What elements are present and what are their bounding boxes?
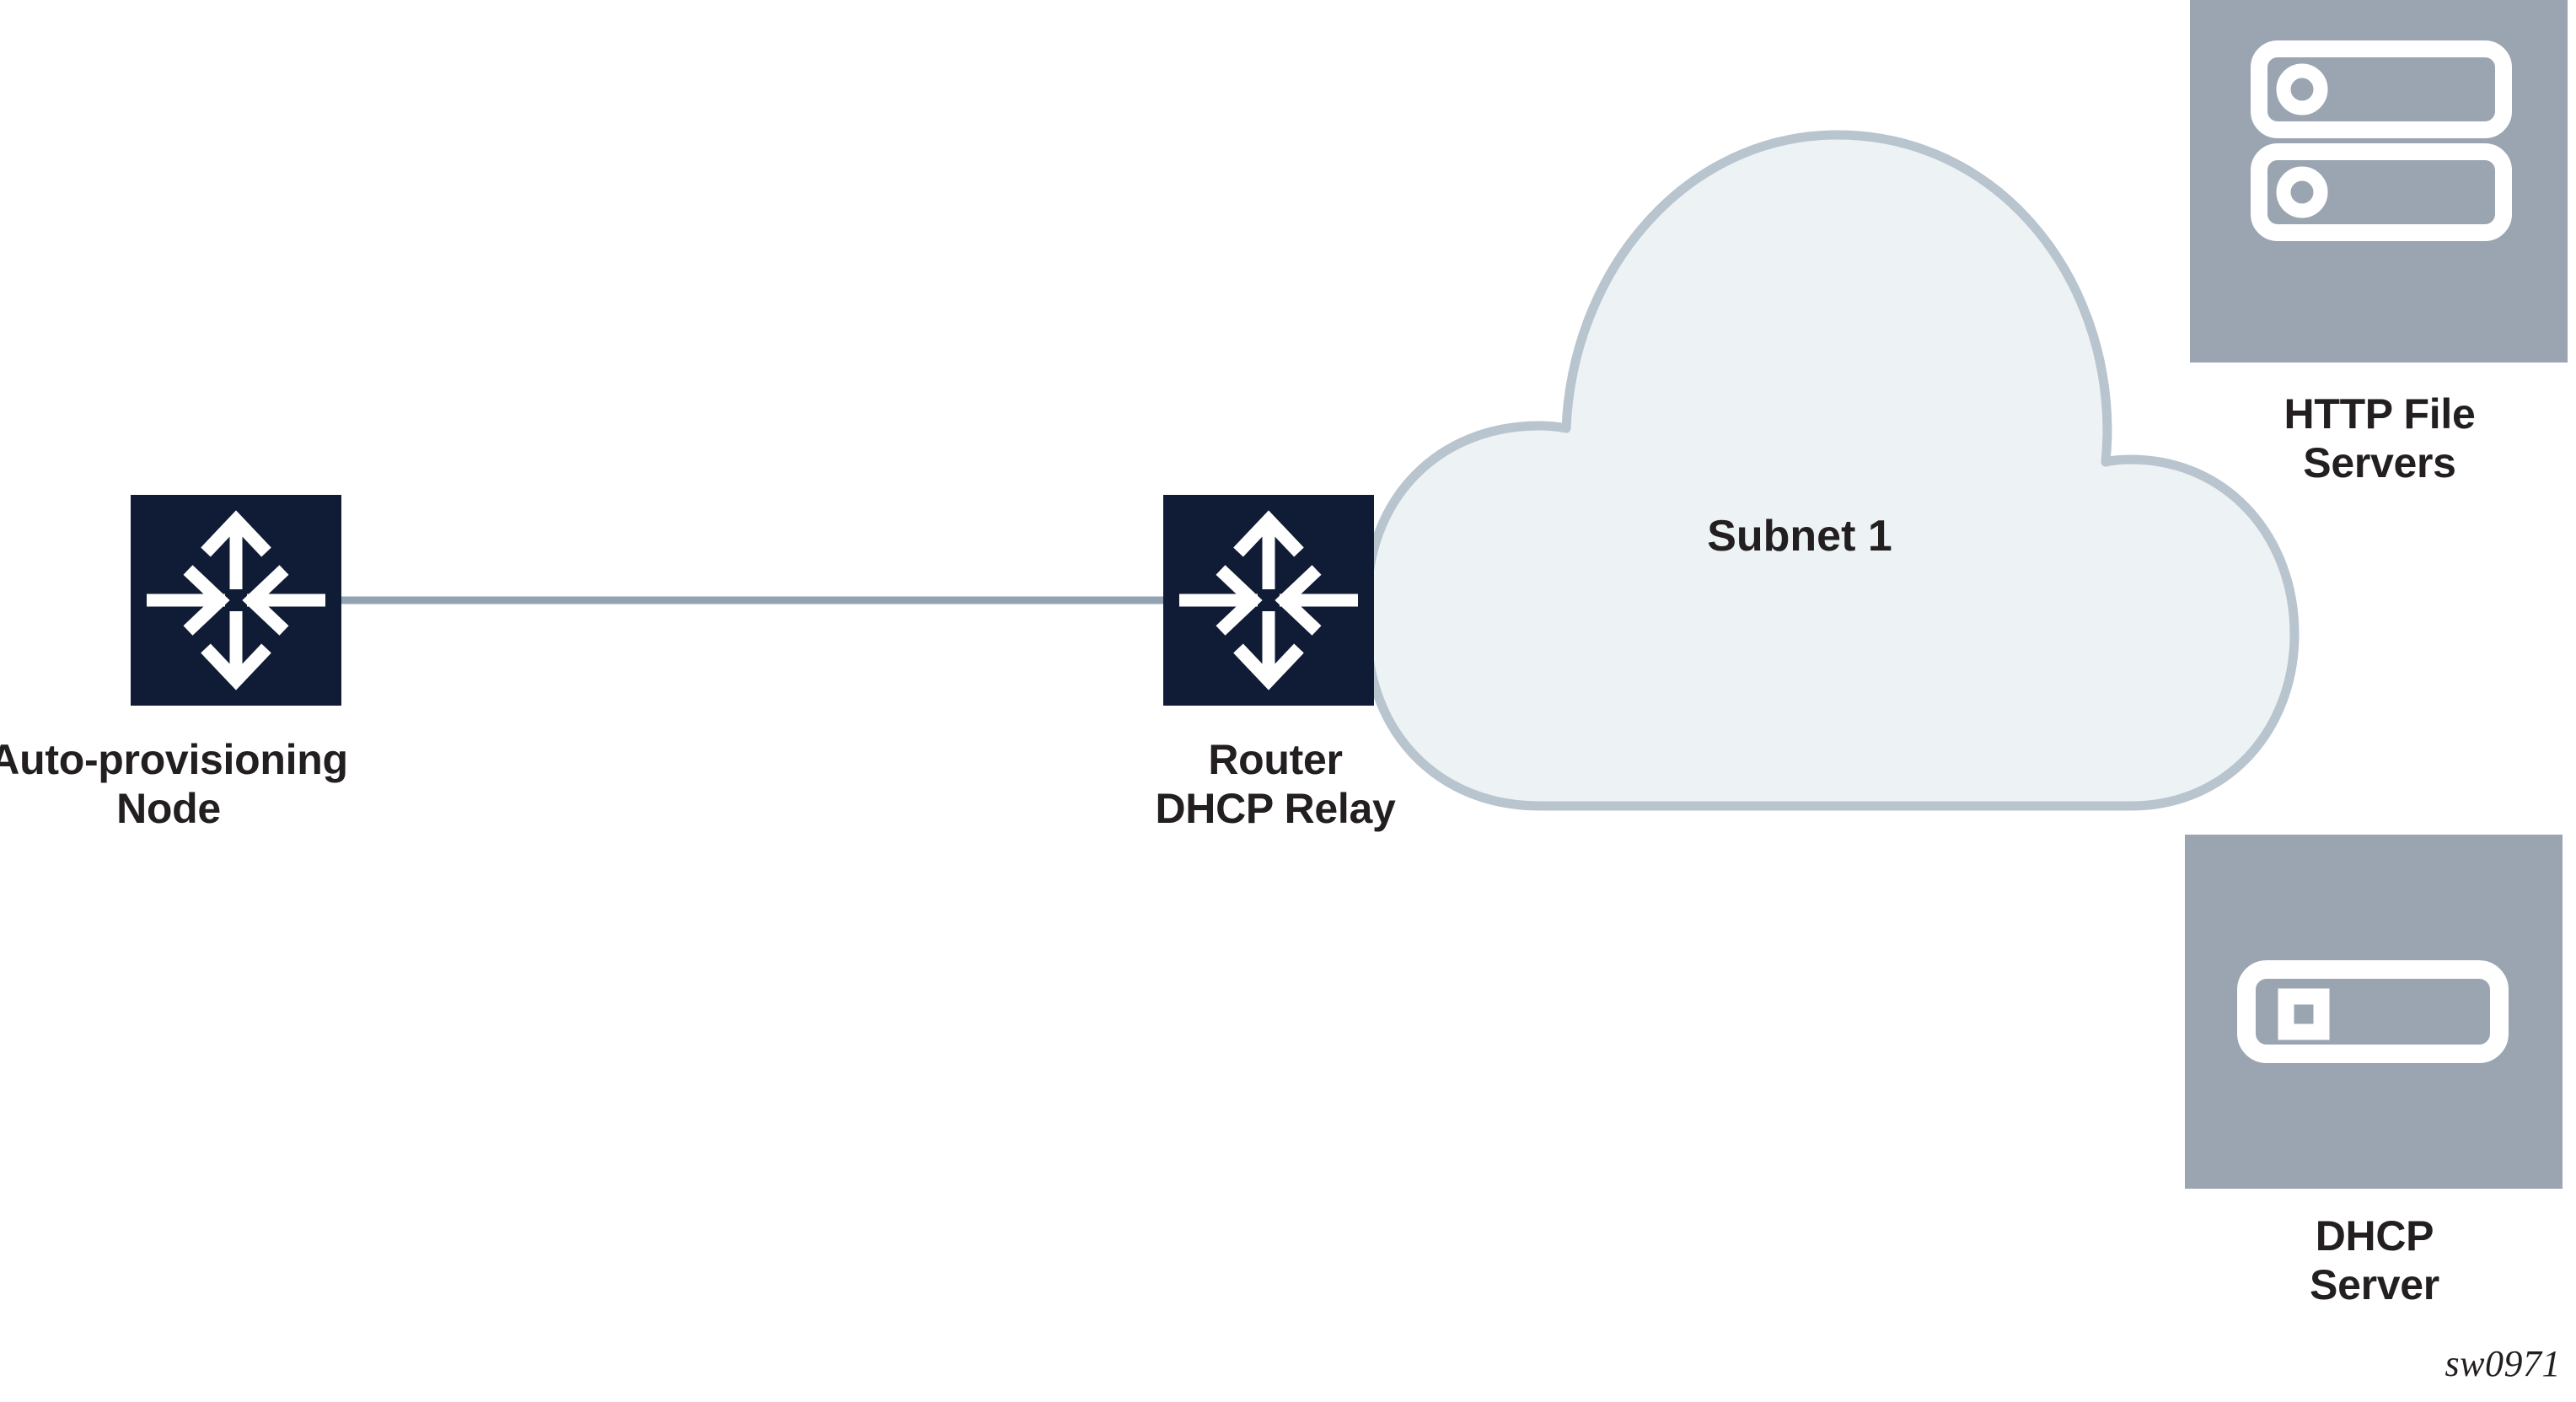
server-indicator-square-icon [2278,988,2330,1040]
server-rack-unit-icon [2251,143,2512,241]
subnet-cloud-shape [1362,130,2300,811]
auto-provisioning-node-label: Auto-provisioning Node [0,736,348,832]
dhcp-server-label: DHCP Server [2310,1212,2439,1308]
router-dhcp-relay-label: Router DHCP Relay [1155,736,1396,832]
figure-id-watermark: sw0971 [2445,1343,2561,1384]
server-led-icon [2276,63,2328,115]
server-rack-unit-icon [2237,960,2509,1063]
server-rack-unit-icon [2251,40,2512,138]
http-file-servers-label: HTTP File Servers [2284,390,2476,486]
server-led-icon [2276,166,2328,218]
subnet-cloud-label: Subnet 1 [1707,512,1892,561]
